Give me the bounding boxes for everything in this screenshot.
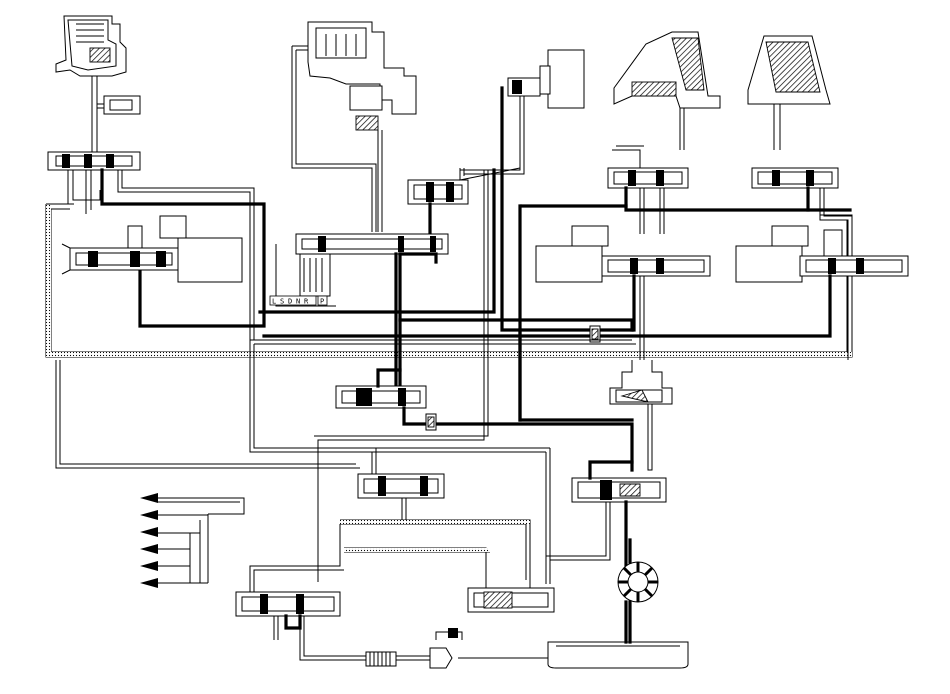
selector-label-d: D bbox=[288, 298, 292, 306]
lube-outlet-lines bbox=[158, 497, 245, 584]
cooler-bypass-valve bbox=[429, 628, 548, 669]
selector-label-r: R bbox=[304, 298, 309, 306]
case-return-enclosure bbox=[45, 203, 853, 358]
right-upper-valve-a bbox=[607, 167, 852, 234]
oil-pump bbox=[617, 538, 659, 644]
outlet-arrows bbox=[140, 493, 158, 588]
clutch-drum-top-center bbox=[291, 21, 417, 232]
lower-valve-body bbox=[340, 447, 551, 584]
shift-valve-center-lower bbox=[335, 368, 634, 472]
right-solenoid-valve-b bbox=[262, 225, 909, 338]
outlet-arrow-4 bbox=[140, 544, 158, 554]
bottom-left-valve bbox=[235, 524, 366, 661]
servo-assemblies-top-right bbox=[612, 31, 831, 168]
selector-label-s: S bbox=[280, 298, 284, 306]
solenoid-top-right bbox=[500, 49, 634, 332]
selector-label-n: N bbox=[296, 298, 300, 306]
check-valve-mid-right bbox=[589, 325, 601, 343]
left-lower-spool-valve bbox=[61, 215, 243, 283]
parallel-return-lines bbox=[55, 170, 636, 582]
oil-filter bbox=[365, 651, 430, 667]
selector-label-p: P bbox=[320, 298, 324, 306]
right-upper-valve-b bbox=[751, 167, 852, 360]
outlet-arrow-6 bbox=[140, 578, 158, 588]
outlet-arrow-3 bbox=[140, 527, 158, 537]
left-upper-spool-valve bbox=[47, 151, 266, 340]
clutch-assembly-top-left bbox=[55, 15, 141, 152]
manual-valve-center bbox=[275, 233, 449, 386]
selector-label-l: L bbox=[272, 298, 276, 306]
outlet-arrow-5 bbox=[140, 561, 158, 571]
upper-center-valve bbox=[407, 88, 525, 242]
selector-position-labels: L S D N R P bbox=[269, 295, 328, 306]
bottom-center-valve bbox=[467, 580, 555, 613]
outlet-arrow-1 bbox=[140, 493, 158, 503]
main-pressure-circuit bbox=[258, 168, 634, 422]
oil-pan bbox=[547, 641, 689, 669]
pressure-regulator-right bbox=[546, 360, 673, 572]
outlet-arrow-2 bbox=[140, 510, 158, 520]
right-solenoid-valve-a bbox=[518, 204, 711, 422]
